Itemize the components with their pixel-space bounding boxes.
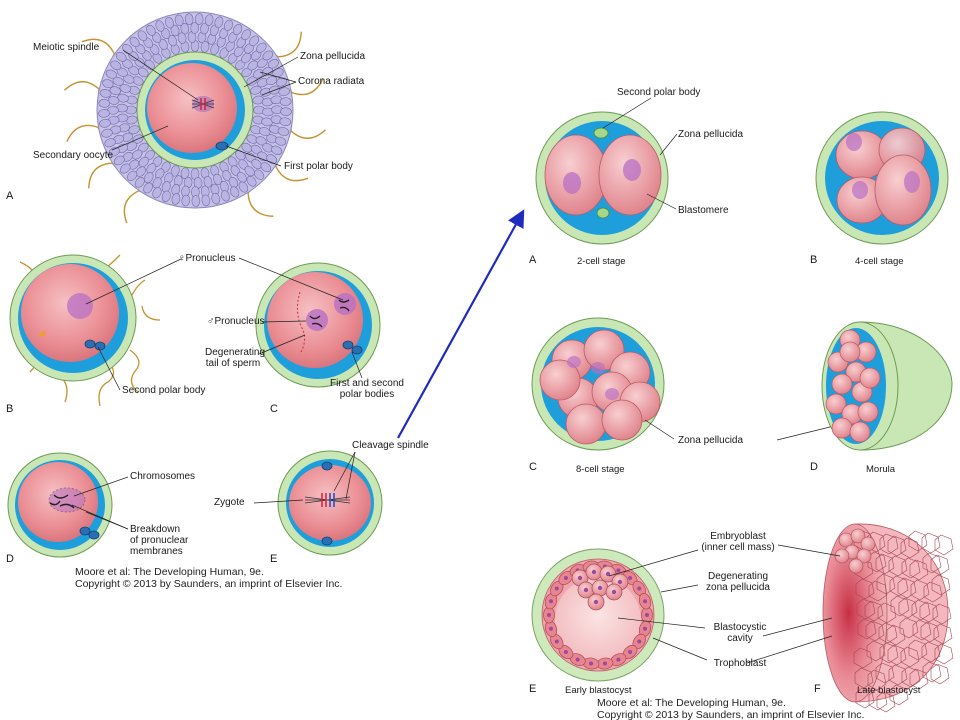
figure-letter-a-right: A bbox=[529, 254, 537, 266]
label-blastocystic-cavity: Blastocystic cavity bbox=[713, 622, 767, 644]
eight-cell-figure bbox=[531, 317, 665, 451]
label-first-polar-body: First polar body bbox=[284, 161, 353, 172]
credit-right: Moore et al: The Developing Human, 9e. C… bbox=[597, 697, 864, 720]
label-female-pronucleus: ♀Pronucleus bbox=[178, 253, 236, 264]
label-second-polar-body-b: Second polar body bbox=[122, 385, 206, 396]
figure-letter-b-left: B bbox=[6, 403, 14, 415]
blastocystic-cavity bbox=[555, 577, 641, 663]
figure-letter-a-left: A bbox=[6, 190, 14, 202]
credit-right-line2: Copyright © 2013 by Saunders, an imprint… bbox=[597, 709, 865, 720]
e-leaders bbox=[253, 451, 356, 504]
figure-letter-c-left: C bbox=[270, 403, 278, 415]
figure-letter-d-right: D bbox=[810, 461, 818, 473]
figure-letter-f-right: F bbox=[814, 683, 821, 695]
label-degenerating-tail: Degenerating tail of sperm bbox=[205, 347, 266, 369]
b-second-polar-body bbox=[94, 341, 106, 351]
fertilization-b-figure bbox=[9, 254, 161, 407]
progression-arrow bbox=[397, 209, 525, 439]
label-trophoblast: Trophoblast bbox=[713, 658, 767, 669]
caption-morula: Morula bbox=[866, 464, 896, 475]
rf-leaders bbox=[746, 544, 841, 664]
label-blastomere: Blastomere bbox=[678, 205, 729, 216]
corona-radiata-cells bbox=[98, 13, 292, 207]
figure-letter-e-right: E bbox=[529, 683, 537, 695]
d-leaders bbox=[71, 476, 129, 530]
figure-letter-b-right: B bbox=[810, 254, 818, 266]
morula-figure bbox=[821, 321, 953, 451]
caption-8-cell: 8-cell stage bbox=[576, 464, 625, 475]
two-cell-figure bbox=[535, 111, 669, 245]
c-female-pronucleus bbox=[334, 293, 356, 315]
label-embryoblast: Embryoblast (inner cell mass) bbox=[701, 531, 775, 553]
figure-letter-d-left: D bbox=[6, 553, 14, 565]
oocyte-a-figure bbox=[64, 11, 326, 224]
label-degenerating-zona: Degenerating zona pellucida bbox=[706, 571, 770, 593]
b-sperm-head bbox=[38, 331, 46, 337]
first-polar-body bbox=[215, 141, 229, 151]
caption-late-blastocyst: Late blastocyst bbox=[857, 685, 921, 696]
b-female-pronucleus bbox=[67, 293, 93, 319]
zygote-d-figure bbox=[7, 452, 113, 558]
label-first-second-polar-bodies: First and second polar bodies bbox=[330, 378, 404, 400]
label-secondary-oocyte: Secondary oocyte bbox=[33, 150, 114, 161]
label-chromosomes: Chromosomes bbox=[130, 471, 196, 482]
early-blastocyst-figure bbox=[531, 548, 665, 682]
caption-early-blastocyst: Early blastocyst bbox=[565, 685, 632, 696]
figure-letter-c-right: C bbox=[529, 461, 537, 473]
late-blastocyst-figure bbox=[822, 523, 954, 713]
caption-2-cell: 2-cell stage bbox=[577, 256, 626, 267]
label-zona-pellucida-a: Zona pellucida bbox=[300, 51, 366, 62]
pronuclei-c-figure bbox=[255, 262, 381, 388]
c-sperm-tail bbox=[296, 291, 306, 355]
zygote-e-figure bbox=[277, 450, 383, 556]
label-cleavage-spindle: Cleavage spindle bbox=[352, 440, 429, 451]
label-meiotic-spindle: Meiotic spindle bbox=[33, 42, 100, 53]
label-zygote: Zygote bbox=[214, 497, 245, 508]
label-breakdown-pronuclear: Breakdown of pronuclear membranes bbox=[130, 524, 189, 557]
label-second-polar-body-ra: Second polar body bbox=[617, 87, 701, 98]
label-male-pronucleus: ♂Pronucleus bbox=[207, 316, 265, 327]
c-male-pronucleus bbox=[306, 309, 328, 331]
credit-right-line1: Moore et al: The Developing Human, 9e. bbox=[597, 697, 786, 709]
ra-leaders bbox=[602, 97, 678, 210]
label-zona-pellucida-ra: Zona pellucida bbox=[678, 129, 744, 140]
cleavage-spindle bbox=[304, 493, 351, 507]
rc-leaders bbox=[644, 419, 835, 441]
c-leaders bbox=[238, 257, 363, 379]
caption-4-cell: 4-cell stage bbox=[855, 256, 904, 267]
credit-left-line1: Moore et al: The Developing Human, 9e. bbox=[75, 566, 264, 578]
figure-letter-e-left: E bbox=[270, 553, 278, 565]
re-leaders bbox=[608, 549, 708, 661]
credit-left: Moore et al: The Developing Human, 9e. C… bbox=[75, 566, 342, 590]
b-leader bbox=[97, 346, 121, 391]
credit-left-line2: Copyright © 2013 by Saunders, an imprint… bbox=[75, 578, 343, 590]
label-corona-radiata: Corona radiata bbox=[298, 76, 365, 87]
b-c-pronucleus-leader bbox=[85, 258, 182, 305]
four-cell-figure bbox=[815, 111, 949, 245]
leader-lines-a bbox=[111, 49, 299, 167]
label-zona-pellucida-rc: Zona pellucida bbox=[678, 435, 744, 446]
